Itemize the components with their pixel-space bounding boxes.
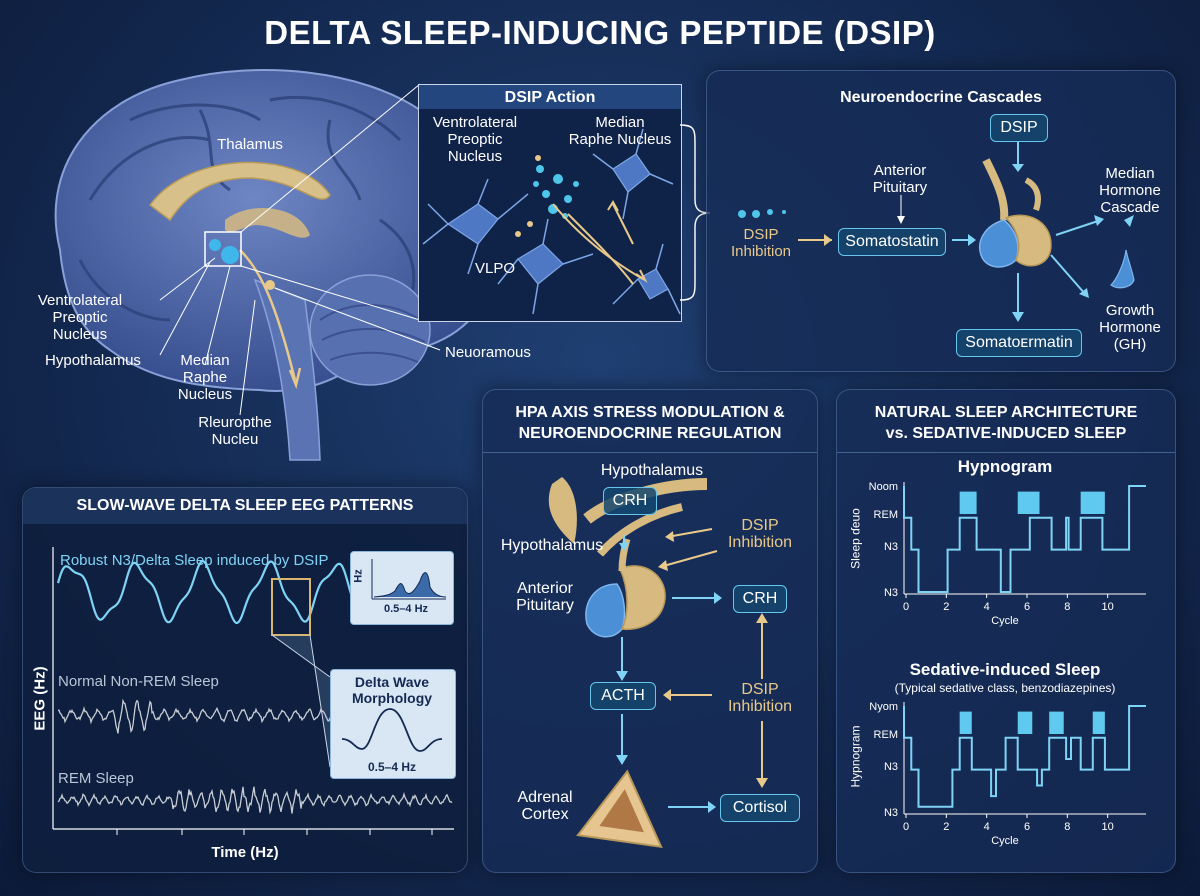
natural-hypno-xtick-label: 2 [943,601,949,613]
cascade-dsip-box: DSIP [990,114,1048,142]
eeg-ylabel: EEG (Hz) [31,666,49,731]
cascade-dsip-inhibition: DSIP Inhibition [730,226,792,260]
sedative-hypno-xtick-label: 0 [903,821,909,833]
hpa-anterior-pituitary: Anterior Pituitary [516,580,574,614]
eeg-axes [52,547,454,835]
cascade-somatoermatin-box: Somatoᴇrmatin [956,329,1082,357]
hpa-adrenal-cortex: Adrenal Cortex [517,789,573,823]
sedative-hypno-rem-block [1049,711,1064,734]
natural-hypno-level-label: N3 [884,541,898,553]
sedative-hypno-level-label: N3 [884,807,898,819]
sedative-hypno-xtick-label: 2 [943,821,949,833]
eeg-robust-label: Robust N3/Delta Sleep induced by DSIP [60,552,329,569]
natural-hypno-xtick-label: 10 [1102,601,1114,613]
hpa-cortisol-box: Cortisol [720,794,800,822]
sedative-hypno-xtick-label: 10 [1102,821,1114,833]
cascade-growth-hormone: Growth Hormone (GH) [1099,302,1161,353]
hypno-title: Hypnogram [957,457,1053,476]
cascades-diagram [738,142,1135,322]
natural-hypno-level-label: REM [874,509,898,521]
action-title: DSIP Action [504,89,596,106]
sed-title: Sedative-induced Sleep [909,660,1101,679]
morph-range: 0.5–4 Hz [367,760,417,774]
action-header [419,85,681,109]
hpa-divider [483,452,817,453]
natural-hypno-xtick-label: 4 [984,601,990,613]
natural-hypno-xtick-label: 0 [903,601,909,613]
sed-subtitle: (Typical sedative class, benzodiazepines… [894,681,1116,695]
hpa-title: HPA AXIS STRESS MODULATION & NEUROENDOCR… [515,404,785,442]
label-thalamus: Thalamus [217,136,283,153]
sedative-hypno-rem-block [1092,711,1105,734]
natural-hypno-trace [903,485,1146,593]
sedative-hypno-rem-block [1017,711,1033,734]
eeg-inset-axis: Hz [352,569,365,583]
sleep-divider [837,452,1175,453]
sedative-hypno-level-label: N3 [884,761,898,773]
eeg-spectrum-plot [371,559,447,600]
hpa-crh-right: CRH [733,585,787,613]
natural-hypno-level-label: N3 [884,587,898,599]
sedative-hypno-xlabel: Cycle [991,835,1019,847]
sedative-hypno-rem-block [959,711,972,734]
eeg-header [23,488,467,524]
natural-hypno-rem-block [1080,491,1105,514]
page-title: DELTA SLEEP-INDUCING PEPTIDE (DSIP) [264,14,936,51]
action-raphe-label: Median Raphe Nucleus [568,114,672,148]
morph-wave [341,708,443,752]
label-rleuropthe: Rleuropthe Nucleu [198,414,272,448]
label-hypothalamus: Hypothalamus [45,352,141,369]
action-vlpo-label: Ventrolateral Preoptic Nucleus [432,114,518,165]
dsip-action-panel: DSIP Action [418,84,682,322]
eeg-trace-rem [57,786,453,815]
action-neurons [422,128,681,315]
sedative-hypno-xtick-label: 8 [1064,821,1070,833]
delta-morphology-inset [330,669,456,779]
sedative-hypno-level-label: Nyom [869,701,898,713]
morph-title: Delta Wave Morphology [351,674,433,706]
label-median-raphe: Median Raphe Nucleus [177,352,233,403]
action-vlpo-short: VLPO [474,260,516,277]
hpa-hypothalamus-side: Hypothalamus [500,537,604,554]
hpa-hypothalamus-top: Hypothalamus [600,462,704,479]
eeg-title: SLOW-WAVE DELTA SLEEP EEG PATTERNS [76,497,414,514]
hpa-crh-box: CRH [603,487,657,515]
hpa-acth-box: ACTH [590,682,656,710]
hypno-ylabel: Sleep ɗeuo [848,508,863,569]
sedative-hypno-trace [903,705,1146,808]
eeg-nonrem-label: Normal Non-REM Sleep [58,673,219,690]
cascade-median-hormone: Median Hormone Cascade [1099,165,1161,216]
sedative-hypno-xtick-label: 4 [984,821,990,833]
cascade-somatostatin-box: Somatostatin [838,228,946,256]
natural-hypno-rem-block [1017,491,1040,514]
eeg-inset-range: 0.5–4 Hz [383,603,429,615]
eeg-xlabel: Time (Hz) [211,844,279,861]
sleep-panel: NATURAL SLEEP ARCHITECTURE vs. SEDATIVE-… [836,389,1176,873]
cascades-panel: Neuroendocrine Cascades [706,70,1176,372]
natural-hypno-xtick-label: 8 [1064,601,1070,613]
eeg-rem-label: REM Sleep [58,770,134,787]
sedative-hypno-level-label: REM [874,729,898,741]
label-vlpo-nucleus: Ventrolateral Preoptic Nucleus [37,292,123,343]
label-neuoramous: Neuoramous [445,344,531,361]
sed-ylabel: Hypnogram [848,725,863,788]
natural-hypno-xtick-label: 6 [1024,601,1030,613]
hpa-dsip-inhibition-2: DSIP Inhibition [727,681,793,715]
cascade-anterior-pituitary: Anterior Pituitary [872,162,928,196]
natural-hypno-xlabel: Cycle [991,615,1019,627]
natural-hypno-level-label: Noom [869,481,898,493]
hpa-dsip-inhibition-1: DSIP Inhibition [727,517,793,551]
natural-hypno-rem-block [959,491,977,514]
sedative-hypno-xtick-label: 6 [1024,821,1030,833]
cascades-title: Neuroendocrine Cascades [840,89,1042,106]
sleep-title: NATURAL SLEEP ARCHITECTURE vs. SEDATIVE-… [874,404,1138,442]
